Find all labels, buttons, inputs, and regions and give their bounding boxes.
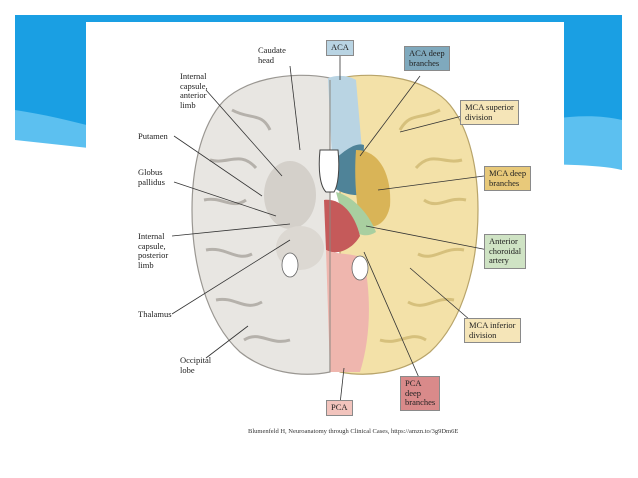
box-pca: PCA (326, 400, 353, 416)
box-mca-superior-division: MCA superior division (460, 100, 519, 125)
box-aca-deep-branches: ACA deep branches (404, 46, 450, 71)
label-globus-pallidus: Globus pallidus (138, 167, 165, 187)
figure-credit: Blumenfeld H, Neuroanatomy through Clini… (248, 428, 459, 435)
box-mca-inferior-division: MCA inferior division (464, 318, 521, 343)
label-internal-capsule-anterior: Internal capsule, anterior limb (180, 71, 208, 110)
label-occipital-lobe: Occipital lobe (180, 355, 212, 375)
label-putamen: Putamen (138, 131, 168, 141)
box-anterior-choroidal-artery: Anterior choroidal artery (484, 234, 527, 269)
box-mca-deep-branches: MCA deep branches (484, 166, 532, 191)
box-pca-deep-branches: PCA deep branches (400, 376, 441, 411)
label-caudate-head: Caudate head (258, 45, 286, 65)
box-aca: ACA (326, 40, 354, 56)
label-thalamus: Thalamus (138, 309, 172, 319)
label-internal-capsule-posterior: Internal capsule, posterior limb (138, 231, 169, 270)
